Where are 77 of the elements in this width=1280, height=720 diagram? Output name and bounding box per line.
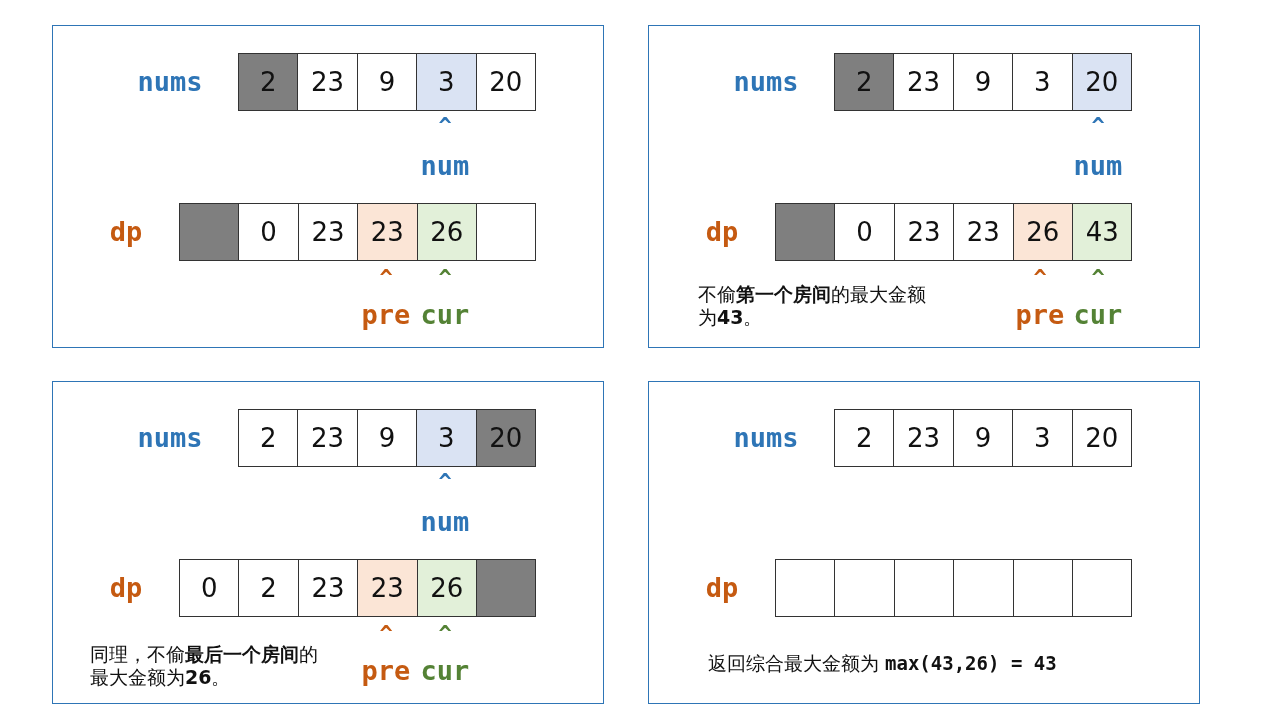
array-cell: 2 [834,409,895,467]
array-cell: 0 [834,203,895,261]
array-cell: 23 [953,203,1014,261]
array-cell [953,559,1014,617]
pointer-caret: ^ [438,620,452,646]
variable-label: cur [1073,298,1123,330]
array-cell: 3 [1012,409,1073,467]
variable-label: pre [1015,298,1065,330]
array-cell: 23 [297,53,358,111]
array-cell: 9 [952,409,1014,467]
array-cell: 3 [1012,53,1073,111]
variable-label: cur [420,654,470,686]
array-cell [775,559,836,617]
array-cell: 2 [238,559,299,617]
variable-label: num [420,505,470,537]
array-cell: 26 [416,559,477,617]
array-cell: 2 [834,53,895,111]
array-cell: 23 [357,203,418,261]
array-cell: 2 [238,53,299,111]
array-cell: 9 [356,409,418,467]
array-cell: 20 [475,53,536,111]
array-cell [775,203,836,261]
pointer-caret: ^ [379,264,393,290]
variable-label: num [1073,149,1123,181]
pointer-caret: ^ [1091,264,1105,290]
variable-label: dp [705,215,739,247]
variable-label: dp [109,215,143,247]
array-cell: 23 [297,203,359,261]
array-cell: 0 [179,559,240,617]
array-cell [893,559,955,617]
array-cell: 43 [1072,203,1133,261]
array-cell: 26 [416,203,477,261]
array-cell: 26 [1012,203,1073,261]
array-cell: 23 [297,559,359,617]
pointer-caret: ^ [379,620,393,646]
variable-label: nums [137,421,203,453]
array-cell [476,559,537,617]
array-cell: 23 [357,559,418,617]
array-cell [1012,559,1073,617]
pointer-caret: ^ [438,112,452,138]
array-cell: 9 [952,53,1014,111]
variable-label: nums [733,65,799,97]
note-text: 返回综合最大金额为 max(43,26) = 43 [708,652,1057,675]
note-text: 不偷第一个房间的最大金额为43。 [698,283,927,329]
pointer-caret: ^ [1091,112,1105,138]
variable-label: nums [137,65,203,97]
array-cell: 20 [1071,53,1132,111]
variable-label: dp [705,571,739,603]
array-cell [834,559,895,617]
pointer-caret: ^ [1033,264,1047,290]
array-cell: 23 [893,409,954,467]
panel-frame [648,381,1200,704]
panel-frame [648,25,1200,348]
note-text: 同理，不偷最后一个房间的最大金额为26。 [90,643,319,689]
array-cell: 0 [238,203,299,261]
pointer-caret: ^ [438,264,452,290]
variable-label: pre [361,298,411,330]
variable-label: num [420,149,470,181]
panel-frame [52,25,604,348]
array-cell: 20 [1071,409,1132,467]
variable-label: pre [361,654,411,686]
variable-label: cur [420,298,470,330]
array-cell [1072,559,1133,617]
pointer-caret: ^ [438,468,452,494]
array-cell: 20 [475,409,536,467]
array-cell: 2 [238,409,299,467]
variable-label: dp [109,571,143,603]
array-cell: 3 [416,53,477,111]
array-cell: 23 [893,203,955,261]
panel-frame [52,381,604,704]
array-cell: 23 [297,409,358,467]
array-cell: 23 [893,53,954,111]
array-cell: 9 [356,53,418,111]
array-cell [476,203,537,261]
array-cell: 3 [416,409,477,467]
array-cell [179,203,240,261]
variable-label: nums [733,421,799,453]
